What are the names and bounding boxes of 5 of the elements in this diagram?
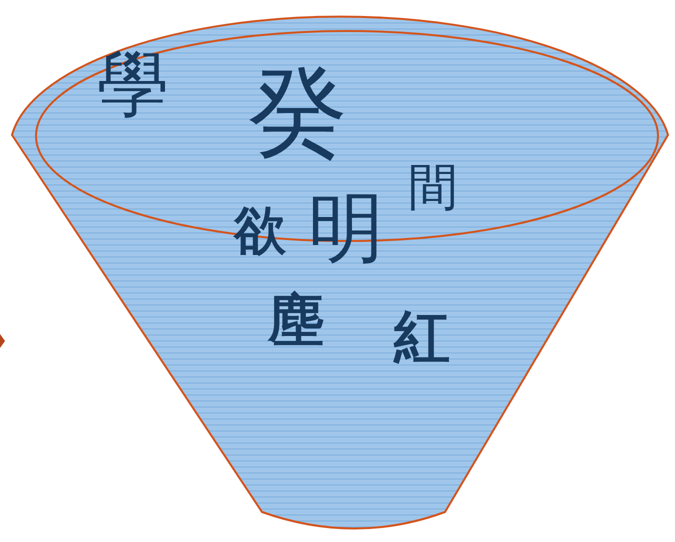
character-label: 癸: [248, 62, 348, 162]
character-label: 間: [408, 162, 458, 212]
character-label: 塵: [268, 293, 324, 349]
character-label: 紅: [394, 310, 450, 366]
character-label: 學: [97, 48, 169, 120]
